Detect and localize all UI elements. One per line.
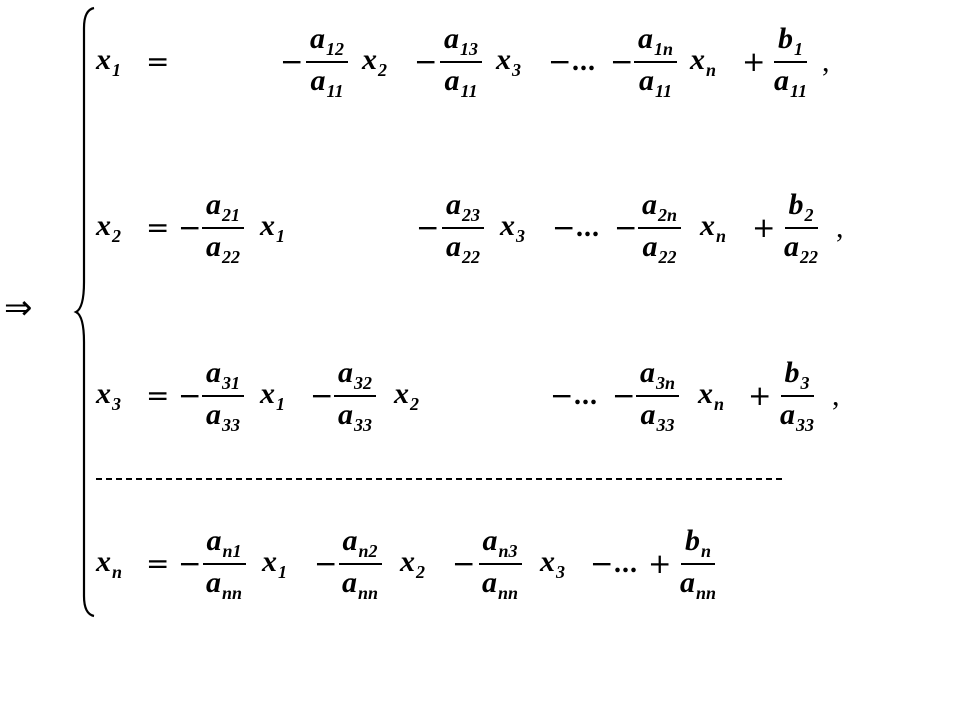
coefficient-fraction: a32 a33	[334, 354, 376, 438]
term-sign: −	[314, 547, 338, 580]
equation-row-3: x3 = − a31 a33 x1 − a32 a33 x2 − ... − a…	[0, 354, 980, 438]
term-sign: −	[552, 211, 576, 244]
term-variable: x1	[260, 209, 285, 246]
term-variable: xn	[690, 43, 717, 80]
equals-sign: =	[146, 379, 170, 412]
term-variable: x2	[400, 545, 425, 582]
term-sign: −	[614, 211, 638, 244]
coefficient-fraction: an3 ann	[478, 522, 522, 606]
trailing-comma: ,	[832, 379, 840, 412]
coefficient-fraction: a13 a11	[440, 20, 482, 104]
constant-fraction: b2 a22	[784, 188, 818, 267]
term-variable: x2	[394, 377, 419, 414]
term-sign: −	[548, 45, 572, 78]
ellipsis: ...	[572, 46, 596, 77]
term-sign: −	[310, 379, 334, 412]
term-sign: −	[178, 379, 202, 412]
term-variable: x2	[362, 43, 387, 80]
term-sign: +	[752, 211, 776, 244]
term-variable: x1	[262, 545, 287, 582]
equals-sign: =	[146, 211, 170, 244]
coefficient-fraction: a31 a33	[202, 354, 244, 438]
term-sign: −	[414, 45, 438, 78]
term-variable: x3	[496, 43, 521, 80]
coefficient-fraction: an2 ann	[338, 522, 382, 606]
term-sign: −	[612, 379, 636, 412]
coefficient-fraction: a21 a22	[202, 186, 244, 270]
coefficient-fraction: a12 a11	[306, 20, 348, 104]
term-variable: x1	[260, 377, 285, 414]
term-sign: +	[648, 547, 672, 580]
constant-fraction: bn ann	[680, 524, 717, 603]
coefficient-fraction: a2n a22	[638, 186, 682, 270]
term-variable: x3	[540, 545, 565, 582]
term-sign: −	[178, 211, 202, 244]
lhs-variable: xn	[96, 545, 123, 582]
term-variable: xn	[700, 209, 727, 246]
term-sign: −	[452, 547, 476, 580]
equals-sign: =	[146, 45, 170, 78]
equals-sign: =	[146, 547, 170, 580]
term-sign: +	[742, 45, 766, 78]
term-sign: −	[610, 45, 634, 78]
coefficient-fraction: a3n a33	[636, 354, 680, 438]
equation-row-1: x1 = − a12 a11 x2 − a13 a11 x3 − ... − a…	[0, 20, 980, 104]
term-sign: −	[178, 547, 202, 580]
equation-row-2: x2 = − a21 a22 x1 − a23 a22 x3 − ... − a…	[0, 186, 980, 270]
term-sign: −	[590, 547, 614, 580]
ellipsis-separator-line	[96, 478, 782, 480]
term-variable: xn	[698, 377, 725, 414]
coefficient-fraction: a23 a22	[442, 186, 484, 270]
trailing-comma: ,	[822, 45, 830, 78]
left-brace	[73, 6, 95, 618]
ellipsis: ...	[614, 548, 638, 579]
coefficient-fraction: a1n a11	[634, 20, 678, 104]
term-sign: −	[550, 379, 574, 412]
implies-arrow: ⇒	[4, 288, 33, 328]
trailing-comma: ,	[836, 211, 844, 244]
constant-fraction: b1 a11	[774, 22, 808, 101]
lhs-variable: x1	[96, 43, 121, 80]
term-sign: −	[416, 211, 440, 244]
lhs-variable: x3	[96, 377, 121, 414]
term-sign: +	[748, 379, 772, 412]
term-sign: −	[280, 45, 304, 78]
ellipsis: ...	[574, 380, 598, 411]
equation-row-n: xn = − an1 ann x1 − an2 ann x2 − an3 ann…	[0, 522, 980, 606]
lhs-variable: x2	[96, 209, 121, 246]
constant-fraction: b3 a33	[780, 356, 814, 435]
term-variable: x3	[500, 209, 525, 246]
ellipsis: ...	[576, 212, 600, 243]
coefficient-fraction: an1 ann	[202, 522, 246, 606]
